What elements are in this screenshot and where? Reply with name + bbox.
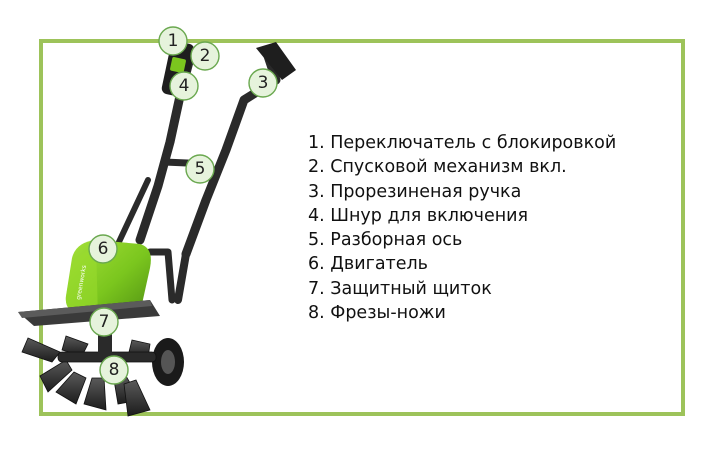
- marker-2: 2: [190, 41, 220, 71]
- marker-4: 4: [169, 71, 199, 101]
- legend-item-motor: 6. Двигатель: [308, 254, 428, 275]
- svg-text:4: 4: [179, 76, 190, 96]
- protective-guard: [18, 300, 160, 326]
- legend-item-folding-axle: 5. Разборная ось: [308, 230, 463, 251]
- marker-6: 6: [88, 234, 118, 264]
- legend-item-switch-lock: 1. Переключатель с блокировкой: [308, 133, 617, 153]
- motor-housing: greenworks: [65, 240, 151, 318]
- grip-right: [256, 42, 296, 80]
- legend-item-rubber-handle: 3. Прорезиненая ручка: [308, 181, 522, 202]
- transport-wheel: [152, 338, 184, 386]
- marker-3: 3: [248, 68, 278, 98]
- legend-item-tines: 8. Фрезы-ножи: [308, 303, 446, 324]
- svg-text:2: 2: [200, 46, 211, 66]
- marker-5: 5: [185, 154, 215, 184]
- legend-item-power-cord: 4. Шнур для включения: [308, 205, 529, 226]
- svg-text:8: 8: [109, 360, 120, 380]
- parts-legend: 1. Переключатель с блокировкой 2. Спуско…: [308, 131, 616, 325]
- legend-item-guard: 7. Защитный щиток: [308, 278, 492, 299]
- marker-8: 8: [99, 355, 129, 385]
- tiller-tines: [21, 335, 157, 417]
- marker-7: 7: [89, 307, 119, 337]
- svg-text:3: 3: [258, 73, 269, 93]
- legend-item-trigger: 2. Спусковой механизм вкл.: [308, 157, 567, 178]
- marker-1: 1: [158, 26, 188, 56]
- svg-text:5: 5: [195, 159, 206, 179]
- callout-markers: 1 2 3 4 5 6 7 8: [88, 26, 278, 385]
- svg-text:6: 6: [98, 239, 109, 259]
- svg-text:7: 7: [99, 312, 110, 332]
- svg-text:1: 1: [168, 31, 179, 51]
